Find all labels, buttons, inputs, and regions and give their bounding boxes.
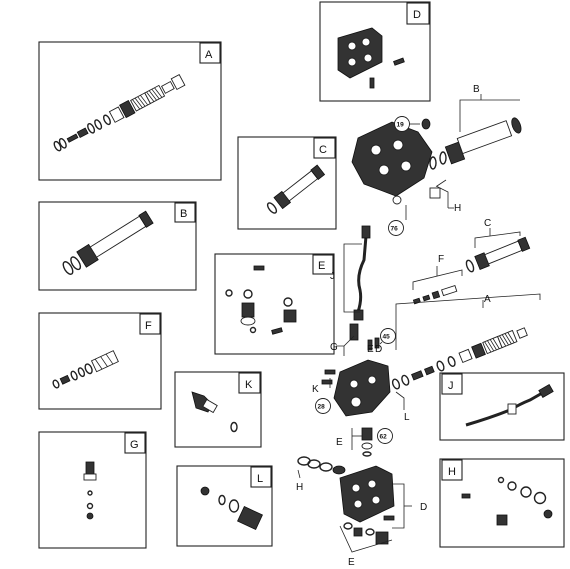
box-label-c: C — [319, 144, 327, 156]
box-label-l: L — [257, 473, 263, 485]
box-label-a: A — [205, 49, 213, 61]
box-label-f: F — [145, 320, 152, 332]
callout-k: K — [312, 384, 319, 395]
detail-box-a: A — [38, 41, 222, 181]
box-label-j: J — [448, 380, 454, 392]
svg-text:76: 76 — [391, 226, 399, 233]
callout-c: C — [484, 218, 491, 229]
circled-76: 76 — [388, 220, 404, 236]
box-label-k: K — [245, 379, 253, 391]
callout-f: F — [438, 254, 444, 265]
detail-box-k: K — [174, 371, 262, 448]
callout-a: A — [484, 294, 491, 305]
pump-head-assembly — [351, 117, 522, 205]
detail-box-f: F — [38, 312, 162, 410]
detail-box-l: L — [176, 465, 273, 547]
box-label-h: H — [448, 466, 456, 478]
callout-j: J — [330, 271, 335, 282]
detail-box-b: B — [38, 201, 197, 291]
box-label-g: G — [130, 439, 139, 451]
detail-box-c: C — [237, 136, 337, 230]
callout-d-lower: D — [420, 502, 427, 513]
callout-b: B — [473, 84, 480, 95]
callout-h-lower: H — [296, 482, 303, 493]
detail-box-g: G — [38, 431, 147, 549]
detail-box-d: D — [319, 1, 431, 102]
callout-g: G — [330, 342, 338, 353]
callout-d: D — [375, 344, 382, 355]
box-label-d: D — [413, 9, 421, 21]
detail-box-e: E — [214, 253, 335, 355]
callout-e-bottom: E — [348, 557, 355, 568]
callout-h-pump: H — [454, 203, 461, 214]
svg-text:45: 45 — [383, 334, 391, 341]
svg-text:19: 19 — [397, 122, 405, 129]
callout-l: L — [404, 412, 410, 423]
manifold-assembly — [297, 225, 531, 545]
circled-45: 45 — [380, 328, 396, 344]
detail-box-j: J — [439, 372, 565, 441]
box-label-b: B — [180, 208, 187, 220]
callout-e-lower: E — [336, 437, 343, 448]
circled-62: 62 — [377, 428, 393, 444]
circled-19: 19 — [394, 116, 410, 132]
box-label-e: E — [318, 260, 325, 272]
circled-28: 28 — [315, 398, 331, 414]
svg-text:62: 62 — [380, 434, 388, 441]
svg-text:28: 28 — [318, 404, 326, 411]
callout-e-valve: E — [367, 344, 374, 355]
detail-box-h: H — [439, 458, 565, 548]
